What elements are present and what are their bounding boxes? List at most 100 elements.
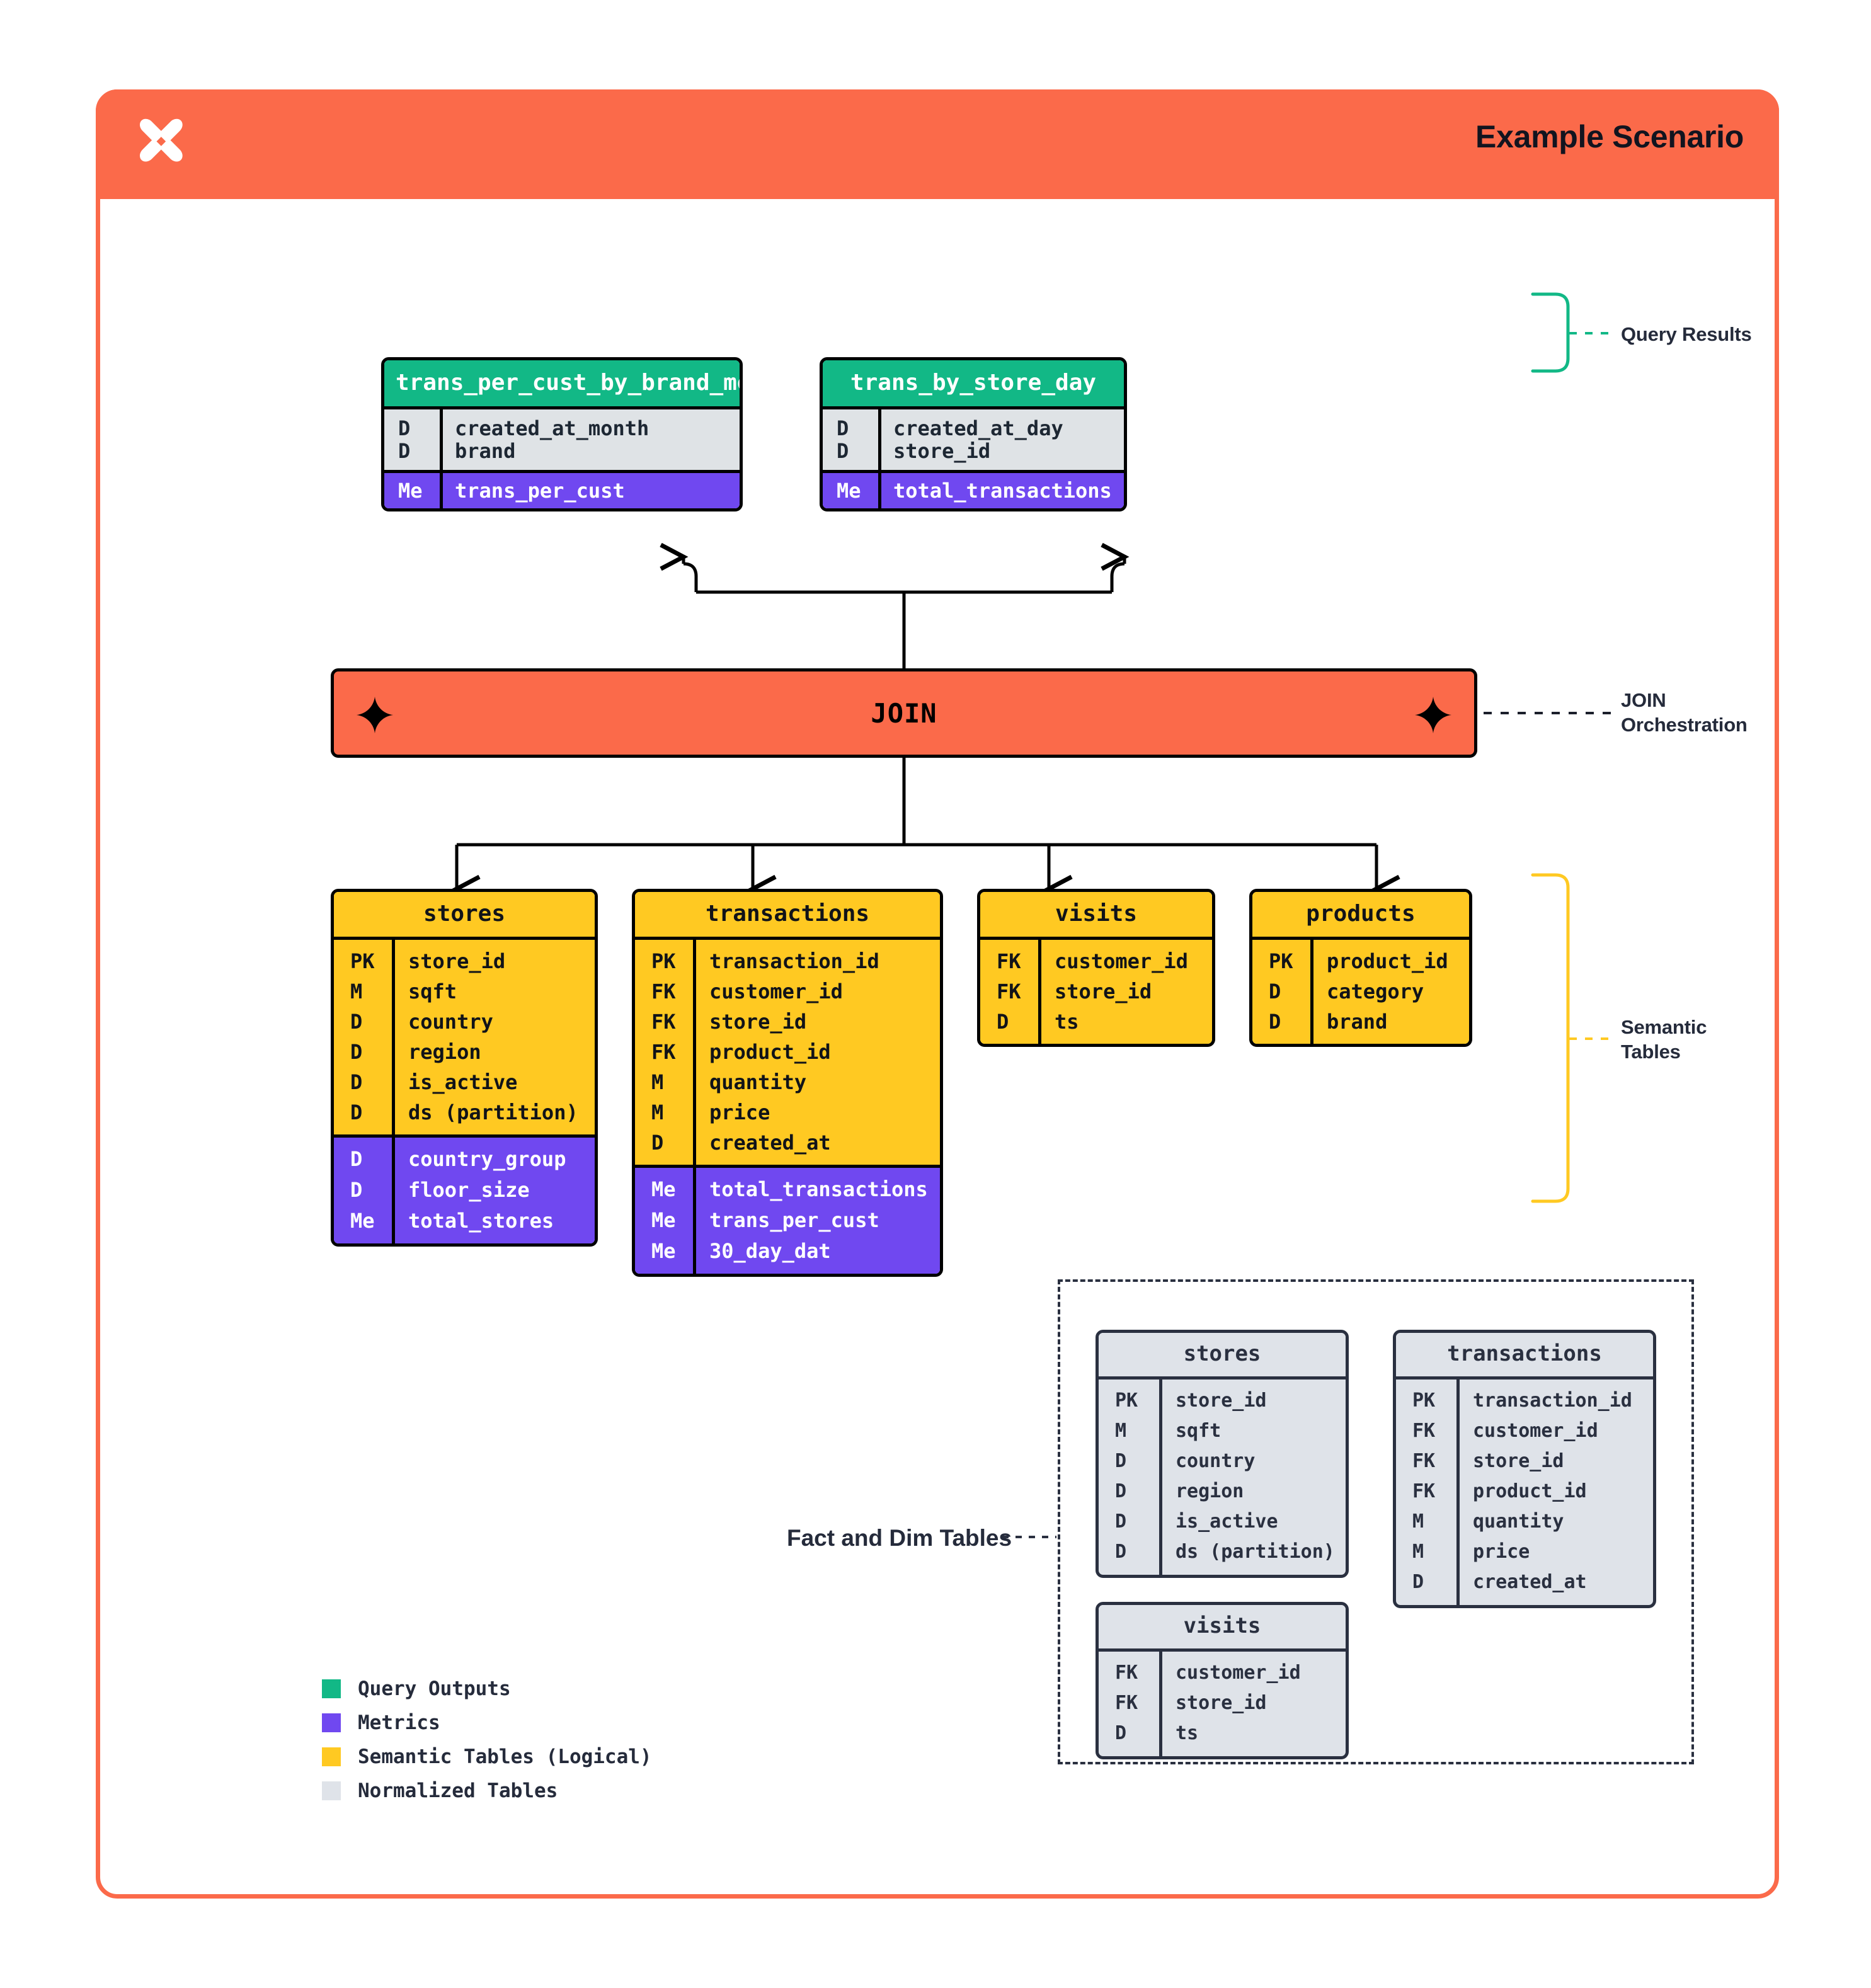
table-row: FK store_id — [980, 976, 1212, 1007]
metric-section: Me trans_per_cust — [384, 469, 740, 508]
table-title: products — [1252, 892, 1469, 937]
row-field: customer_id — [1473, 1420, 1598, 1442]
row-field: customer_id — [1055, 949, 1188, 973]
query-result-table-trans-by-store-day[interactable]: trans_by_store_day D created_at_day D st… — [820, 357, 1127, 511]
legend-label: Semantic Tables (Logical) — [358, 1745, 652, 1768]
row-key: FK — [651, 1009, 676, 1034]
sparkle-logo-icon — [139, 118, 183, 162]
row-field: transaction_id — [709, 949, 879, 973]
table-row: Me trans_per_cust — [384, 473, 740, 508]
row-key: M — [1412, 1541, 1424, 1563]
annotation-semantic-tables: Semantic Tables — [1621, 1015, 1707, 1064]
row-key: FK — [651, 1039, 676, 1064]
row-field: sqft — [408, 979, 457, 1003]
legend-swatch-metrics — [322, 1713, 341, 1732]
row-field: created_at — [1473, 1571, 1587, 1594]
row-key: Me — [350, 1209, 375, 1233]
row-field: category — [1327, 979, 1424, 1003]
table-title: visits — [980, 892, 1212, 937]
annotation-query-results: Query Results — [1621, 323, 1752, 345]
sparkle-icon — [356, 696, 394, 734]
legend: Query Outputs Metrics Semantic Tables (L… — [322, 1672, 652, 1808]
row-field: region — [408, 1039, 481, 1064]
row-field: region — [1176, 1480, 1244, 1503]
row-field: price — [1473, 1541, 1530, 1563]
join-orchestration-bar[interactable]: JOIN — [331, 668, 1477, 758]
fact-dim-group-box — [1058, 1279, 1694, 1764]
row-field: ds (partition) — [1176, 1541, 1335, 1563]
row-key: D — [350, 1070, 363, 1094]
row-key: D — [398, 416, 411, 440]
dimension-section: D created_at_day D store_id — [823, 409, 1124, 470]
row-field: product_id — [1473, 1480, 1587, 1503]
query-result-table-trans-per-cust-by-brand-month[interactable]: trans_per_cust_by_brand_month D created_… — [381, 357, 743, 511]
row-key: D — [1115, 1541, 1127, 1563]
row-key: FK — [1115, 1692, 1138, 1715]
row-key: D — [350, 1039, 363, 1064]
row-key: D — [1115, 1511, 1127, 1533]
row-field: created_at_day — [893, 416, 1063, 440]
annotation-join-line1: JOIN — [1621, 689, 1666, 711]
row-key: D — [350, 1147, 363, 1172]
row-field: store_id — [1055, 979, 1152, 1003]
row-key: FK — [1412, 1450, 1436, 1473]
row-field: is_active — [408, 1070, 518, 1094]
row-key: D — [837, 416, 849, 440]
row-field: ts — [1055, 1009, 1079, 1034]
row-key: D — [837, 438, 849, 463]
row-field: country — [408, 1009, 493, 1034]
row-field: customer_id — [1176, 1662, 1301, 1684]
table-title: visits — [1099, 1605, 1346, 1648]
row-key: FK — [997, 979, 1021, 1003]
row-field: transaction_id — [1473, 1390, 1632, 1412]
row-field: store_id — [893, 438, 991, 463]
legend-label: Query Outputs — [358, 1677, 511, 1700]
legend-item-normalized-tables: Normalized Tables — [322, 1774, 652, 1808]
row-key: D — [1115, 1450, 1127, 1473]
row-field: floor_size — [408, 1178, 530, 1203]
row-field: 30_day_dat — [709, 1239, 831, 1264]
table-title: trans_by_store_day — [823, 360, 1124, 406]
scenario-card: Example Scenario — [96, 89, 1779, 1899]
legend-item-metrics: Metrics — [322, 1706, 652, 1740]
row-key: Me — [651, 1177, 676, 1202]
table-title: transactions — [1396, 1333, 1653, 1376]
row-key: FK — [997, 949, 1021, 973]
row-field: country — [1176, 1450, 1256, 1473]
row-key: PK — [651, 949, 676, 973]
row-key: Me — [837, 478, 861, 503]
row-key: Me — [651, 1208, 676, 1233]
row-field: quantity — [709, 1070, 807, 1094]
row-field: total_transactions — [893, 478, 1112, 503]
row-key: M — [1115, 1420, 1127, 1442]
card-header: Example Scenario — [96, 89, 1779, 199]
row-field: store_id — [1176, 1390, 1267, 1412]
row-key: Me — [398, 478, 423, 503]
